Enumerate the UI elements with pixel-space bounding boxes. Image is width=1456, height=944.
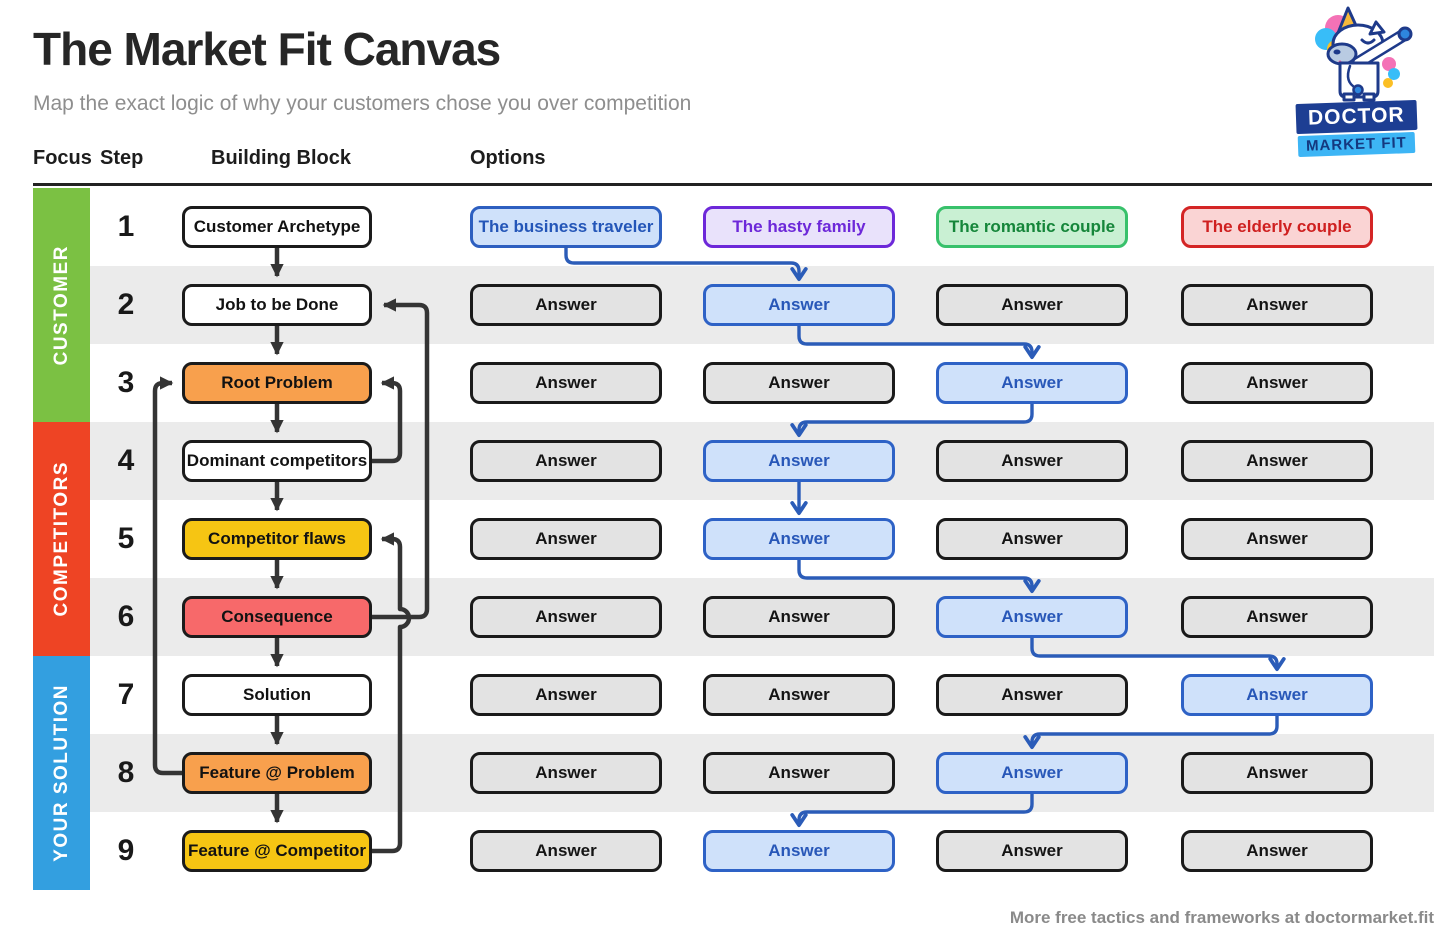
option-business-traveler[interactable]: The business traveler — [470, 206, 662, 248]
answer-r5c4[interactable]: Answer — [1181, 518, 1373, 560]
answer-r9c2[interactable]: Answer — [703, 830, 895, 872]
answer-r8c4[interactable]: Answer — [1181, 752, 1373, 794]
block-customer-archetype[interactable]: Customer Archetype — [182, 206, 372, 248]
answer-r3c4[interactable]: Answer — [1181, 362, 1373, 404]
logo-text-market-fit: MARKET FIT — [1297, 131, 1415, 158]
logo-text-doctor: DOCTOR — [1295, 99, 1417, 135]
footer-text: More free tactics and frameworks at doct… — [1009, 908, 1434, 927]
doctor-market-fit-logo: DOCTOR MARKET FIT — [1280, 6, 1432, 158]
answer-r8c1[interactable]: Answer — [470, 752, 662, 794]
step-number-1: 1 — [117, 210, 135, 243]
option-romantic-couple[interactable]: The romantic couple — [936, 206, 1128, 248]
block-feature-at-problem[interactable]: Feature @ Problem — [182, 752, 372, 794]
page-title: The Market Fit Canvas — [33, 23, 501, 75]
answer-r3c2[interactable]: Answer — [703, 362, 895, 404]
step-number-7: 7 — [117, 678, 135, 711]
focus-label: COMPETITORS — [50, 461, 72, 617]
focus-band-competitors: COMPETITORS — [33, 422, 90, 656]
answer-r2c2[interactable]: Answer — [703, 284, 895, 326]
answer-r6c3[interactable]: Answer — [936, 596, 1128, 638]
header-focus: Focus — [33, 147, 92, 169]
step-number-4: 4 — [117, 444, 135, 477]
answer-r6c2[interactable]: Answer — [703, 596, 895, 638]
block-competitor-flaws[interactable]: Competitor flaws — [182, 518, 372, 560]
step-number-5: 5 — [117, 522, 135, 555]
answer-r8c3[interactable]: Answer — [936, 752, 1128, 794]
answer-r5c3[interactable]: Answer — [936, 518, 1128, 560]
header-divider — [33, 183, 1432, 186]
header-options: Options — [470, 147, 546, 169]
answer-r3c1[interactable]: Answer — [470, 362, 662, 404]
step-number-6: 6 — [117, 600, 135, 633]
answer-r7c2[interactable]: Answer — [703, 674, 895, 716]
header-step: Step — [100, 147, 144, 169]
answer-r8c2[interactable]: Answer — [703, 752, 895, 794]
block-consequence[interactable]: Consequence — [182, 596, 372, 638]
focus-band-your-solution: YOUR SOLUTION — [33, 656, 90, 890]
option-hasty-family[interactable]: The hasty family — [703, 206, 895, 248]
block-job-to-be-done[interactable]: Job to be Done — [182, 284, 372, 326]
page-subtitle: Map the exact logic of why your customer… — [33, 92, 692, 115]
focus-label: YOUR SOLUTION — [50, 684, 72, 862]
answer-r9c1[interactable]: Answer — [470, 830, 662, 872]
answer-r7c4[interactable]: Answer — [1181, 674, 1373, 716]
answer-r3c3[interactable]: Answer — [936, 362, 1128, 404]
focus-band-customer: CUSTOMER — [33, 188, 90, 422]
answer-r9c4[interactable]: Answer — [1181, 830, 1373, 872]
answer-r5c2[interactable]: Answer — [703, 518, 895, 560]
answer-r6c1[interactable]: Answer — [470, 596, 662, 638]
option-elderly-couple[interactable]: The elderly couple — [1181, 206, 1373, 248]
unicorn-mascot-icon — [1315, 6, 1413, 102]
step-number-8: 8 — [117, 756, 135, 789]
header-building-block: Building Block — [211, 147, 351, 169]
answer-r7c3[interactable]: Answer — [936, 674, 1128, 716]
answer-r4c3[interactable]: Answer — [936, 440, 1128, 482]
answer-r9c3[interactable]: Answer — [936, 830, 1128, 872]
block-solution[interactable]: Solution — [182, 674, 372, 716]
answer-r4c1[interactable]: Answer — [470, 440, 662, 482]
answer-r5c1[interactable]: Answer — [470, 518, 662, 560]
answer-r7c1[interactable]: Answer — [470, 674, 662, 716]
answer-r6c4[interactable]: Answer — [1181, 596, 1373, 638]
answer-r2c3[interactable]: Answer — [936, 284, 1128, 326]
answer-r2c4[interactable]: Answer — [1181, 284, 1373, 326]
block-root-problem[interactable]: Root Problem — [182, 362, 372, 404]
step-number-2: 2 — [117, 288, 135, 321]
focus-label: CUSTOMER — [50, 244, 72, 366]
answer-r2c1[interactable]: Answer — [470, 284, 662, 326]
step-number-3: 3 — [117, 366, 135, 399]
step-number-9: 9 — [117, 834, 135, 867]
block-feature-at-competitor[interactable]: Feature @ Competitor — [182, 830, 372, 872]
answer-r4c4[interactable]: Answer — [1181, 440, 1373, 482]
block-dominant-competitors[interactable]: Dominant competitors — [182, 440, 372, 482]
answer-r4c2[interactable]: Answer — [703, 440, 895, 482]
